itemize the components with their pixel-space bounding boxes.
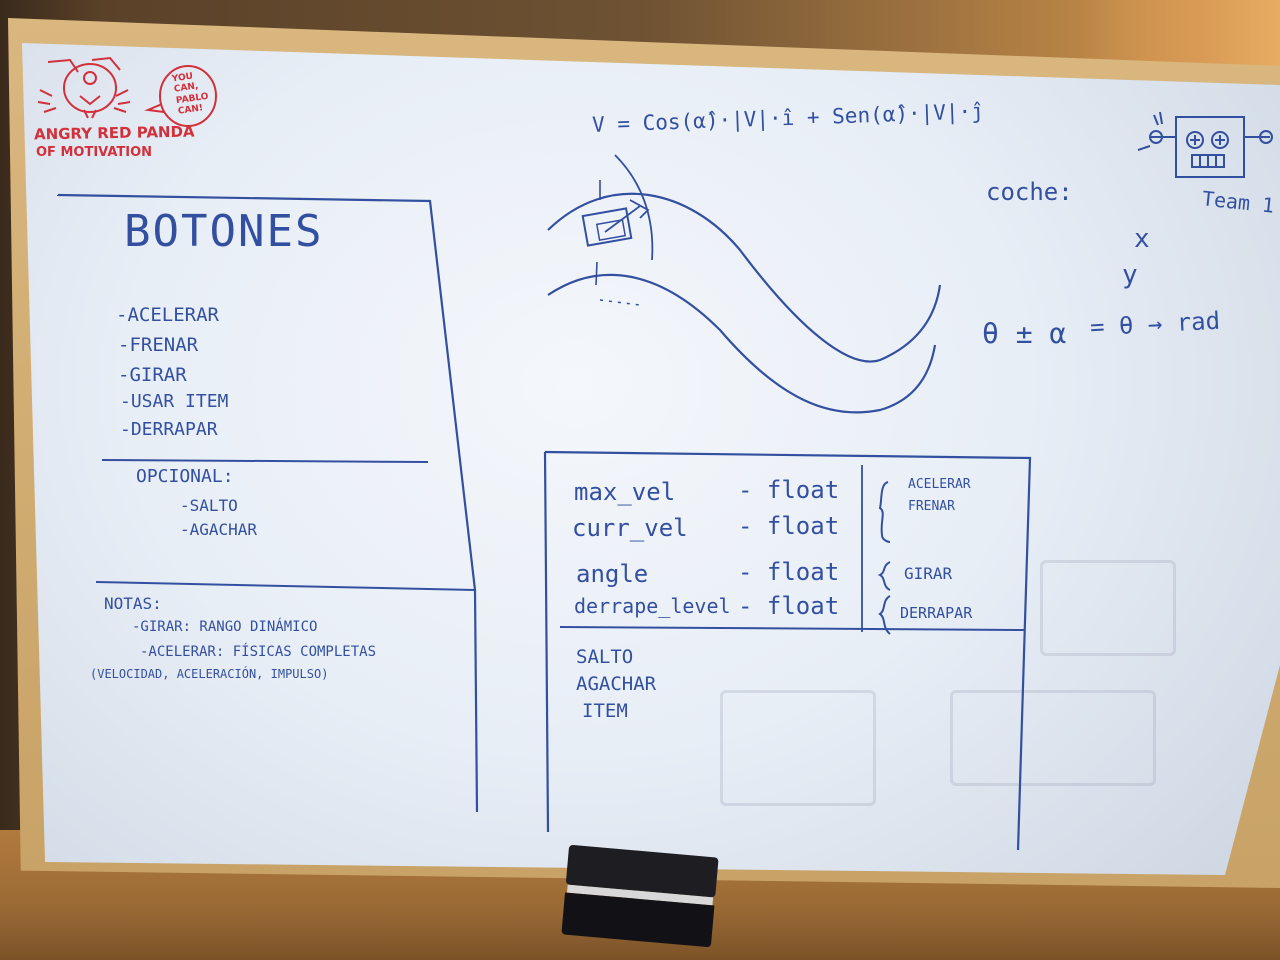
var-name: curr_vel <box>572 514 688 542</box>
var-name: angle <box>576 560 649 588</box>
var-type: - float <box>738 592 840 620</box>
group-label: FRENAR <box>908 499 955 514</box>
boton-item: -ACELERAR <box>116 304 219 326</box>
ghost-erased-drawing <box>1040 560 1176 656</box>
track-curve-bottom <box>547 273 937 414</box>
brace-girar <box>877 561 891 591</box>
opcional-title: OPCIONAL: <box>136 466 234 487</box>
table-box-outline <box>544 450 1032 851</box>
mascot-subtitle: OF MOTIVATION <box>36 145 153 160</box>
var-name: max_vel <box>574 478 676 506</box>
table-divider <box>559 626 1026 631</box>
var-type: - float <box>738 476 840 504</box>
track-curve-top <box>547 192 942 363</box>
extra-item: ITEM <box>582 700 628 722</box>
nota-line: -GIRAR: RANGO DINÁMICO <box>132 619 318 635</box>
nota-line: (VELOCIDAD, ACELERACIÓN, IMPULSO) <box>90 667 329 681</box>
var-name: derrape_level <box>574 594 731 618</box>
var-type: - float <box>738 512 840 540</box>
ghost-erased-drawing <box>950 690 1156 786</box>
brace-derrapar <box>878 595 891 635</box>
velocity-vector <box>604 199 650 233</box>
boton-item: -GIRAR <box>118 364 187 386</box>
coche-var-y: y <box>1122 260 1138 290</box>
notas-divider <box>95 581 476 591</box>
opcional-item: -AGACHAR <box>180 520 258 539</box>
group-label: DERRAPAR <box>900 604 973 622</box>
coche-title: coche: <box>986 178 1073 206</box>
notas-title: NOTAS: <box>104 594 162 613</box>
opcional-item: -SALTO <box>180 496 238 515</box>
theta-result: = θ → rad <box>1089 306 1221 342</box>
boton-item: -DERRAPAR <box>120 419 218 440</box>
nota-line: -ACELERAR: FÍSICAS COMPLETAS <box>140 644 377 660</box>
botones-title: BOTONES <box>124 206 324 257</box>
whiteboard-eraser[interactable] <box>561 844 719 948</box>
opcional-divider <box>101 459 429 463</box>
boton-item: -USAR ITEM <box>120 391 229 412</box>
var-type: - float <box>738 558 840 586</box>
boton-item: -FRENAR <box>118 334 199 356</box>
extra-item: SALTO <box>576 646 634 668</box>
brace-acelerar <box>878 481 891 543</box>
theta-expression: θ ± α <box>982 317 1067 350</box>
botones-box-outline <box>57 193 479 813</box>
group-label: GIRAR <box>904 564 953 583</box>
team-robot-drawing <box>1137 111 1273 178</box>
extra-item: AGACHAR <box>576 673 657 695</box>
group-label: ACELERAR <box>908 477 971 492</box>
car-sketch <box>581 207 633 247</box>
red-panda-drawing <box>37 56 217 127</box>
coche-var-x: x <box>1134 224 1150 254</box>
mascot-title: ANGRY RED PANDA <box>33 122 195 144</box>
ghost-erased-drawing <box>720 690 876 806</box>
